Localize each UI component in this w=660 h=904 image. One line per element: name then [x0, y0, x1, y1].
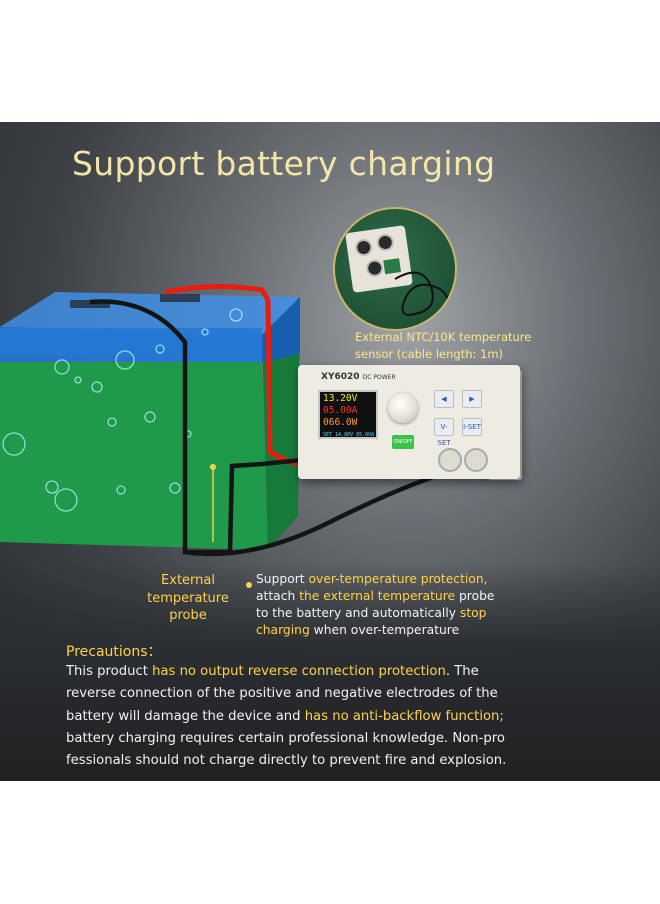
over-temperature-note: Support over-temperature protection, att… — [256, 572, 495, 637]
v-set-button[interactable]: V-SET — [434, 418, 454, 447]
probe-label: External temperature probe — [147, 573, 229, 623]
device-display: 13.20V 05.00A 066.0W SET 14.80V 05.00A — [318, 390, 378, 439]
display-set-line: SET 14.80V 05.00A — [323, 432, 375, 438]
i-set-button[interactable]: I-SET — [462, 418, 482, 436]
display-voltage: 13.20V — [323, 393, 358, 404]
battery-front-green — [0, 362, 268, 550]
battery-illustration — [0, 256, 463, 557]
product-banner: Support battery charging — [0, 122, 660, 781]
adjust-knob[interactable] — [388, 393, 418, 423]
battery-right-side — [262, 297, 300, 550]
right-arrow-button[interactable]: ▶ — [462, 390, 482, 408]
display-power: 066.0W — [323, 417, 358, 428]
left-arrow-button[interactable]: ◀ — [434, 390, 454, 408]
banner-title: Support battery charging — [72, 144, 496, 183]
sensor-cable-icon — [394, 271, 450, 316]
precautions-heading: Precautions： — [66, 644, 162, 660]
bubbles — [2, 308, 243, 512]
temperature-sensor-inset — [333, 207, 457, 331]
device-brand: XY6020 DC POWER — [321, 372, 396, 382]
bullet-dot-icon — [246, 582, 252, 588]
on-off-button[interactable]: ON/OFF — [392, 435, 414, 449]
sensor-caption: External NTC/10K temperature sensor (cab… — [355, 330, 532, 361]
output-jack-positive — [438, 448, 462, 472]
display-current: 05.00A — [323, 405, 358, 416]
floor-shadow — [0, 562, 660, 781]
output-jack-negative — [464, 448, 488, 472]
precautions-text: This product has no output reverse conne… — [66, 664, 507, 769]
